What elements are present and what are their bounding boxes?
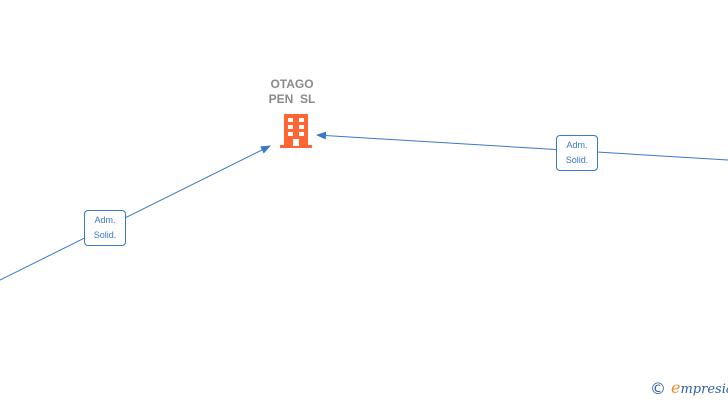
relation-label-right-line2: Solid. [565,155,589,165]
building-icon[interactable] [278,112,314,150]
relation-label-right-line1: Adm. [566,140,588,150]
relation-label-left-line2: Solid. [93,230,117,240]
relation-label-left[interactable]: Adm. Solid. [84,210,126,246]
copyright-icon: © [650,379,666,398]
brand-footer: © empresia [650,378,728,400]
company-name-line1: OTAGO [270,77,314,91]
relation-edge-left [0,145,271,281]
relation-edge-right [316,131,728,161]
brand-logo-first-letter: e [671,378,681,397]
brand-logo-rest: mpresia [680,382,728,397]
brand-logo[interactable]: empresia [671,380,728,398]
company-name[interactable]: OTAGO PEN SL [242,77,342,107]
relation-label-left-line1: Adm. [94,215,116,225]
relation-label-right[interactable]: Adm. Solid. [556,135,598,171]
company-name-line2: PEN SL [268,92,316,106]
